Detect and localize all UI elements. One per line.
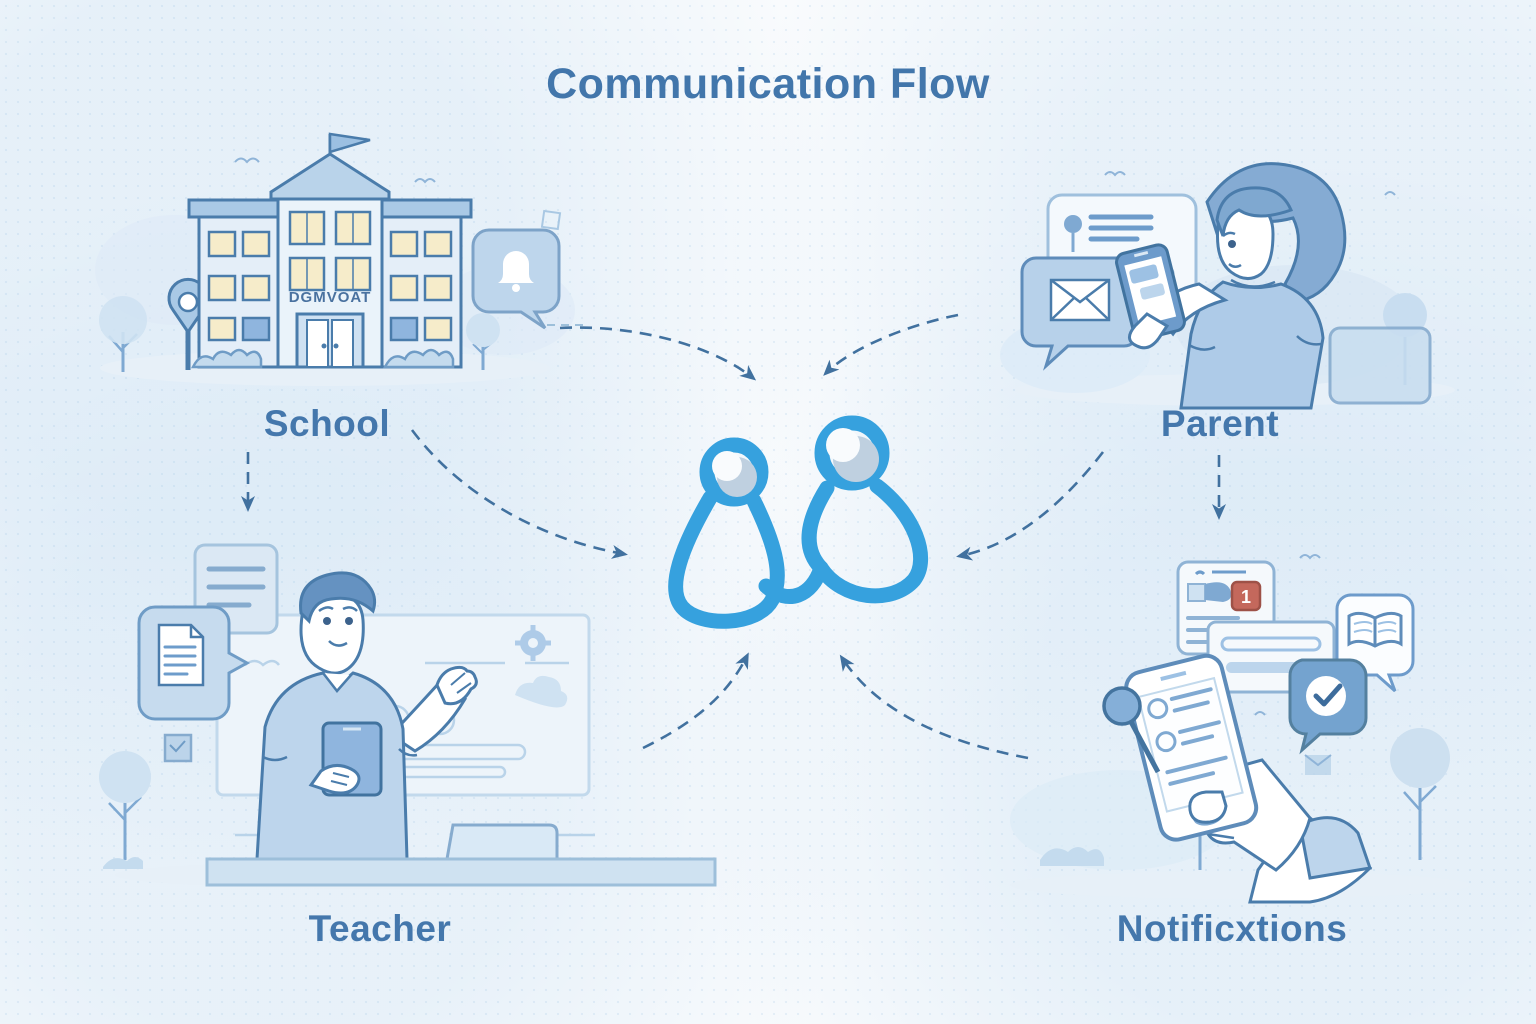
arrow-right-to-center	[956, 451, 1105, 561]
teacher-person	[255, 571, 478, 861]
laptop-icon	[445, 823, 559, 861]
bird-icon	[414, 178, 436, 184]
school-illustration: DGMVOAT	[85, 120, 585, 392]
tree	[466, 313, 500, 370]
desk	[205, 823, 717, 887]
document-bubble	[137, 605, 251, 721]
bell-notification-bubble	[471, 228, 561, 330]
bird-icon	[234, 157, 260, 164]
label-parent: Parent	[1160, 403, 1280, 444]
label-notifications: Notificxtions	[1116, 908, 1348, 949]
two-people-connection-icon	[668, 415, 929, 629]
badge-count: 1	[1241, 587, 1251, 607]
tree	[99, 751, 151, 869]
bushes	[190, 348, 455, 369]
check-icon	[1306, 676, 1346, 716]
arrow-teacher-to-center	[642, 652, 749, 750]
label-teacher: Teacher	[308, 908, 452, 949]
document-icon	[157, 623, 205, 687]
arrow-school-to-center	[559, 326, 757, 381]
open-book-icon	[1347, 611, 1403, 648]
flag-icon	[328, 132, 371, 154]
bird-icon	[1254, 711, 1266, 716]
school-building: DGMVOAT	[187, 132, 473, 369]
gear-doodle-icon	[515, 625, 551, 661]
tree	[1390, 728, 1450, 860]
bush	[1040, 847, 1104, 866]
notifications-illustration: 1	[1000, 540, 1470, 904]
envelope-icon	[1049, 278, 1111, 322]
decor-square	[540, 209, 562, 231]
arrow-notifications-to-center	[839, 654, 1029, 760]
notification-badge: 1	[1230, 580, 1262, 612]
bird-icon	[1299, 554, 1321, 560]
parent-person	[1115, 162, 1347, 410]
bird-icon	[1104, 171, 1126, 177]
teacher-illustration	[95, 535, 717, 889]
school-sign-text: DGMVOAT	[289, 289, 372, 306]
tree	[99, 296, 147, 372]
arrow-left-to-center	[410, 429, 628, 559]
bird-icon	[1384, 191, 1396, 196]
pin-dot-icon	[1064, 215, 1082, 233]
label-school: School	[263, 403, 391, 444]
pointer-pin-icon	[1102, 686, 1161, 774]
check-bubble	[1288, 658, 1368, 755]
parent-illustration	[985, 140, 1455, 410]
open-hand	[435, 665, 478, 706]
logo-head-fill	[712, 428, 879, 497]
cloud-doodle	[515, 675, 568, 708]
center-people-logo	[630, 398, 940, 629]
bell-icon	[498, 251, 534, 283]
hand-with-phone	[1102, 653, 1373, 904]
arrow-parent-to-center	[823, 313, 959, 376]
page-title: Communication Flow	[546, 60, 990, 108]
location-pin-icon	[167, 277, 209, 370]
smartphone-icon	[1115, 243, 1186, 341]
message-bubble	[1020, 256, 1140, 371]
